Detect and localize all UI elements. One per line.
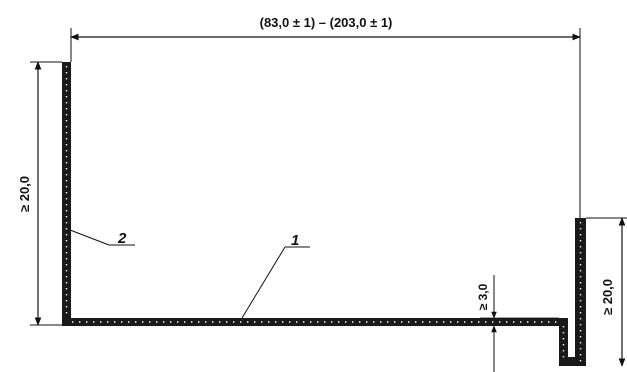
right-height-dimension: ≥ 20,0 [586, 217, 627, 367]
left-wall [62, 62, 71, 325]
callout-1: 1 [241, 232, 310, 319]
step-depth-dimension: ≥ 3,0 [476, 275, 559, 372]
u-channel-bottom [559, 357, 586, 366]
left-height-label: ≥ 20,0 [17, 176, 32, 212]
bottom-flange [62, 318, 568, 326]
step-depth-label: ≥ 3,0 [476, 283, 490, 310]
callout-2-label: 2 [117, 230, 127, 247]
top-width-dimension: (83,0 ± 1) – (203,0 ± 1) [70, 15, 581, 218]
right-wall [575, 218, 586, 366]
u-channel-gap [568, 326, 575, 357]
top-width-label: (83,0 ± 1) – (203,0 ± 1) [260, 15, 393, 30]
u-channel-left [559, 318, 568, 366]
callout-2: 2 [69, 229, 135, 247]
callout-1-label: 1 [291, 232, 299, 249]
profile-section [62, 62, 586, 366]
right-height-label: ≥ 20,0 [600, 279, 615, 315]
profile-dots [65, 66, 582, 362]
left-height-dimension: ≥ 20,0 [17, 61, 62, 326]
